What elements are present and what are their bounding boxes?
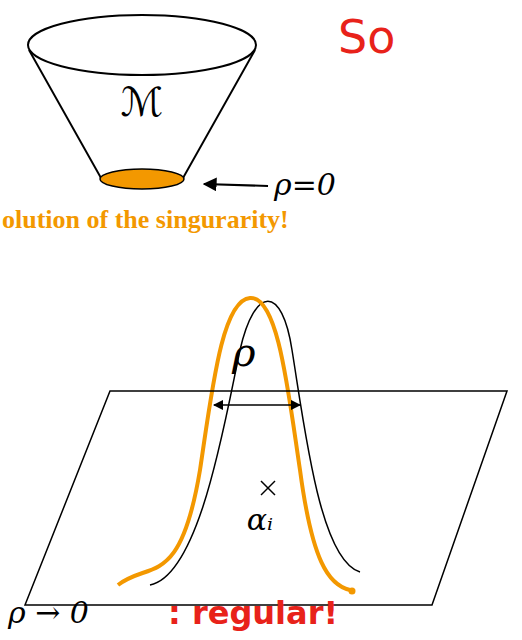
regular-text: : regular! bbox=[168, 596, 338, 631]
outline bbox=[20, 385, 512, 610]
curve-end-dot bbox=[349, 588, 356, 595]
node-text: αᵢ bbox=[247, 503, 273, 536]
pointer-arrow bbox=[204, 184, 268, 186]
limit-text: ρ → 0 bbox=[8, 596, 89, 629]
resolution-text: olution of the singurarity! bbox=[2, 206, 289, 235]
point-mark bbox=[261, 481, 275, 495]
rho-zero: ρ=0 bbox=[274, 168, 336, 201]
node-text: ℳ bbox=[121, 80, 164, 124]
rho-label: ρ bbox=[232, 330, 256, 374]
regular-curve bbox=[118, 298, 350, 590]
cone-manifold: ℳ bbox=[24, 12, 260, 192]
plane: αᵢ bbox=[20, 385, 512, 610]
title-fragment: So bbox=[338, 12, 395, 63]
width-arrow bbox=[214, 404, 300, 406]
